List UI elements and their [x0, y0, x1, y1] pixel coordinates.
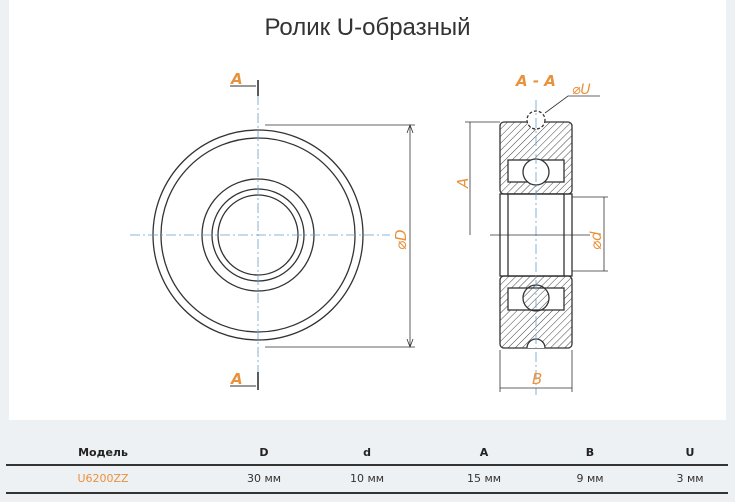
dim-B: B [532, 370, 542, 388]
cell: 30 мм [246, 472, 282, 485]
specs-table: Модель D d A B U U6200ZZ 30 мм 10 мм 15 … [6, 440, 728, 494]
cell: 9 мм [576, 472, 604, 485]
cell: 10 мм [349, 472, 385, 485]
page-title: Ролик U-образный [264, 14, 471, 41]
table-header: Модель D d A B U [6, 440, 728, 466]
dim-A: A [454, 178, 472, 189]
table-row: U6200ZZ 30 мм 10 мм 15 мм 9 мм 3 мм [6, 466, 728, 494]
col-header: A [479, 446, 489, 459]
section-label-bottom: A [230, 370, 243, 388]
col-header: U [685, 446, 695, 459]
col-header: D [259, 446, 269, 459]
col-header: Модель [78, 446, 128, 459]
section-view [465, 95, 608, 395]
section-label-top: A [230, 70, 243, 88]
drawing-card [9, 0, 726, 420]
dim-D: ⌀D [392, 229, 410, 250]
dim-U: ⌀U [572, 82, 591, 98]
cell: 15 мм [466, 472, 502, 485]
cell: 3 мм [676, 472, 704, 485]
section-title: A - A [515, 72, 556, 90]
technical-drawing: A A A - A ⌀U B A ⌀d ⌀D [130, 70, 608, 395]
model-link[interactable]: U6200ZZ [77, 472, 129, 485]
col-header: B [585, 446, 595, 459]
col-header: d [363, 446, 371, 459]
dim-d: ⌀d [587, 231, 605, 250]
front-view [130, 80, 415, 390]
